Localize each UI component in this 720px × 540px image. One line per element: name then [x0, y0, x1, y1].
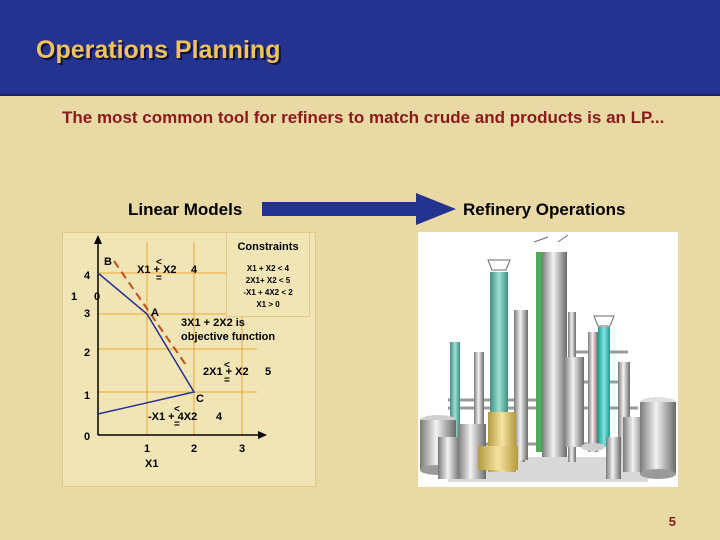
x-tick-2: 2 — [191, 443, 198, 455]
y-tick-0: 0 — [84, 431, 91, 443]
x-tick-3: 3 — [239, 443, 246, 455]
y-tick-1: 1 — [84, 390, 91, 402]
objective-label-line1: 3X1 + 2X2 is — [181, 317, 245, 329]
x-tick-1: 1 — [144, 443, 151, 455]
y-tick-3: 3 — [84, 308, 91, 320]
constraint2-eq-symbol: = — [224, 375, 230, 386]
right-arrow-icon — [262, 193, 456, 225]
constraints-list: X1 + X2 < 4 2X1+ X2 < 5 -X1 + 4X2 < 2 X1… — [227, 263, 309, 311]
constraints-title: Constraints — [237, 241, 299, 253]
slide-title: Operations Planning — [36, 36, 281, 64]
point-b-label: B — [104, 256, 112, 268]
constraint2-label: 2X1 + X2 — [203, 366, 249, 378]
title-bar: Operations Planning — [0, 0, 720, 96]
point-a-label: A — [151, 307, 159, 319]
constraint3-le-symbol: < — [174, 404, 180, 415]
constraint3-eq-symbol: = — [174, 419, 180, 430]
slide-subtitle: The most common tool for refiners to mat… — [62, 108, 665, 127]
refinery-illustration — [418, 232, 678, 487]
page-number: 5 — [668, 514, 676, 529]
constraint-item: X1 > 0 — [256, 300, 280, 309]
constraint2-rhs: 5 — [265, 366, 272, 378]
constraint-item: 2X1+ X2 < 5 — [245, 276, 291, 285]
lp-graph — [94, 235, 267, 439]
constraint3-rhs: 4 — [216, 411, 223, 423]
constraint1-le-symbol: < — [156, 257, 162, 268]
constraint2-le-symbol: < — [224, 360, 230, 371]
point-c-label: C — [196, 393, 204, 405]
refinery-operations-label: Refinery Operations — [463, 200, 626, 219]
objective-label-line2: objective function — [181, 331, 276, 343]
y-tick-4: 4 — [84, 270, 91, 282]
linear-models-label: Linear Models — [128, 200, 243, 219]
stray-label-1: 1 — [71, 291, 78, 303]
constraint1-eq-symbol: = — [156, 273, 162, 284]
stray-label-0: 0 — [94, 291, 101, 303]
constraint-item: -X1 + 4X2 < 2 — [243, 288, 293, 297]
constraints-box: Constraints X1 + X2 < 4 2X1+ X2 < 5 -X1 … — [226, 232, 310, 317]
y-tick-2: 2 — [84, 347, 91, 359]
constraint3-label: -X1 + 4X2 — [148, 411, 198, 423]
constraint1-label: X1 + X2 — [137, 264, 177, 276]
constraint-item: X1 + X2 < 4 — [246, 264, 290, 273]
x-axis-label: X1 — [145, 458, 159, 470]
constraint1-rhs: 4 — [191, 264, 198, 276]
